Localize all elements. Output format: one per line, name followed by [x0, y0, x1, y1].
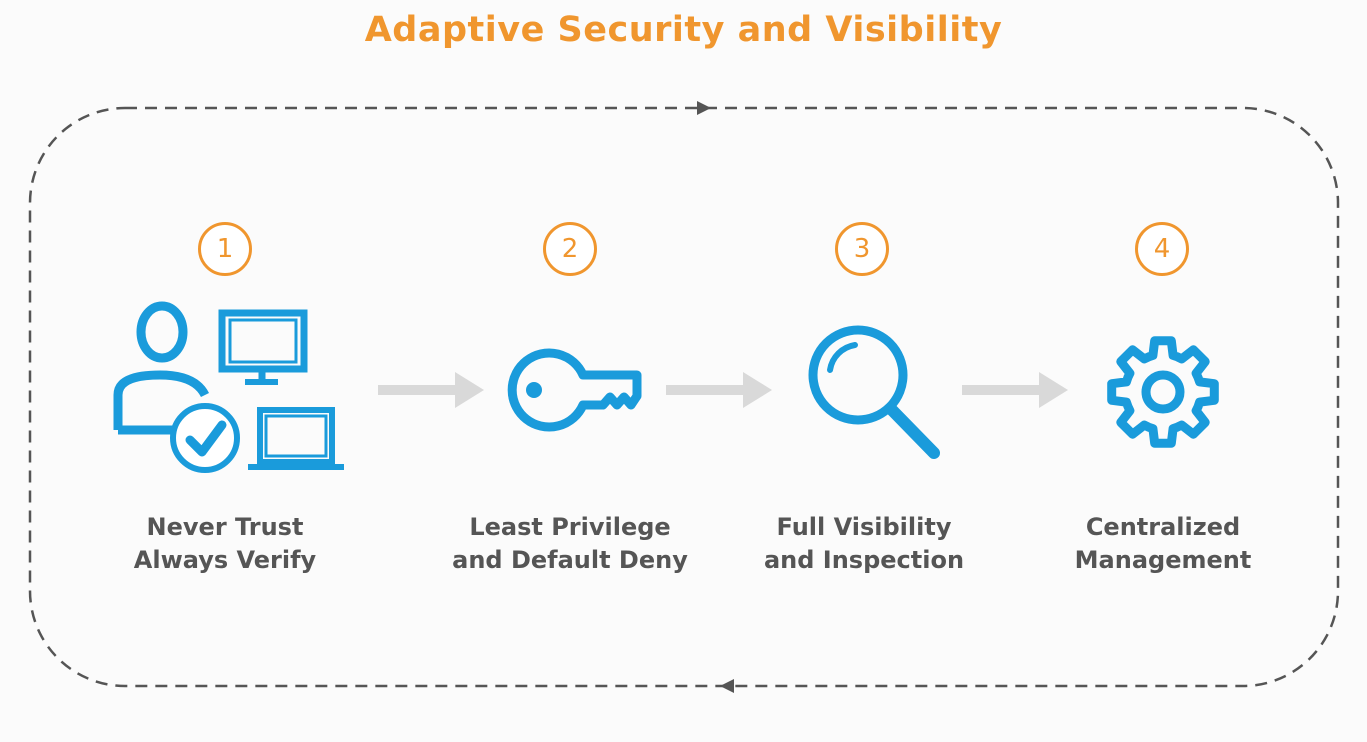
step-number-badge: 1 — [198, 222, 252, 276]
step-label: Full Visibility and Inspection — [714, 511, 1014, 577]
step-label-line: Management — [1074, 546, 1252, 574]
gear-icon — [1107, 336, 1219, 448]
key-icon — [507, 348, 642, 432]
step-label-line: Least Privilege — [469, 513, 671, 541]
step-number-badge: 2 — [543, 222, 597, 276]
step-label-line: Never Trust — [146, 513, 304, 541]
step-label-line: Centralized — [1085, 513, 1241, 541]
user-devices-verified-icon — [113, 301, 344, 473]
diagram-title: Adaptive Security and Visibility — [364, 10, 1003, 50]
loop-dashed-border — [28, 106, 1340, 688]
loop-arrow-left — [720, 679, 734, 693]
gear-outline — [1107, 336, 1219, 448]
step-label-line: Full Visibility — [776, 513, 952, 541]
step-label: Least Privilege and Default Deny — [420, 511, 720, 577]
step-label-line: Always Verify — [133, 546, 317, 574]
flow-arrow — [666, 372, 772, 408]
gear-hub — [1141, 370, 1185, 414]
flow-arrow — [962, 372, 1068, 408]
magnifier-icon — [808, 325, 940, 459]
step-number-badge: 4 — [1135, 222, 1189, 276]
step-label-line: and Inspection — [763, 546, 965, 574]
loop-arrow-right — [697, 101, 711, 115]
step-label-line: and Default Deny — [452, 546, 688, 574]
step-number-badge: 3 — [835, 222, 889, 276]
flow-arrow — [378, 372, 484, 408]
